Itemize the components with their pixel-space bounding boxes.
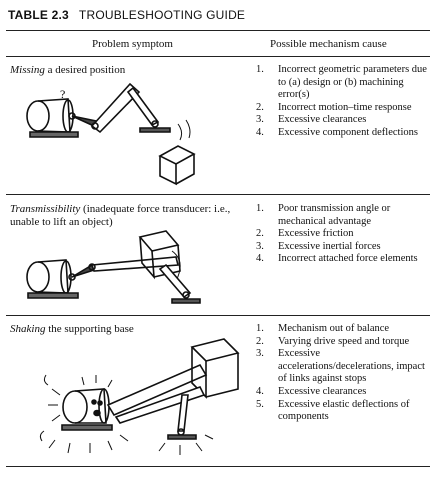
table-number: TABLE 2.3 — [8, 8, 69, 22]
header-cause: Possible mechanism cause — [270, 38, 387, 50]
table-title: TABLE 2.3 TROUBLESHOOTING GUIDE — [8, 8, 245, 22]
cause-item: 2.Excessive friction — [256, 228, 354, 240]
cause-item: 1.Poor transmission angle or mechanical … — [256, 203, 391, 227]
cause-item: 1.Incorrect geometric parameters due to … — [256, 64, 427, 101]
row3-symptom-em: Shaking — [10, 323, 46, 335]
cause-item: 4.Excessive component deflections — [256, 126, 418, 138]
cause-item: 1.Mechanism out of balance — [256, 323, 390, 334]
cause-item: 2.Varying drive speed and torque — [256, 335, 410, 347]
row2-symptom-em: Transmissibility — [10, 203, 81, 215]
question-mark: ? — [60, 87, 65, 101]
header-symptom: Problem symptom — [92, 38, 173, 50]
row3-causes: 1.Mechanism out of balance 2.Varying dri… — [256, 323, 431, 424]
bottom-rule — [6, 466, 430, 467]
header-rule — [6, 56, 430, 57]
row3-symptom-rest: the supporting base — [45, 323, 134, 335]
cause-item: 3.Excessive clearances — [256, 114, 367, 126]
table-caption: TROUBLESHOOTING GUIDE — [78, 8, 246, 22]
top-rule — [6, 30, 430, 31]
row2-symptom-rest: (inadequate force transducer: i.e., unab… — [10, 203, 231, 228]
row2-rule — [6, 315, 430, 316]
missing-position-figure: ? — [26, 82, 196, 186]
row3-symptom: Shaking the supporting base — [10, 323, 240, 336]
row2-causes: 1.Poor transmission angle or mechanical … — [256, 203, 431, 266]
cause-item: 4.Excessive clearances — [256, 385, 367, 397]
row1-rule — [6, 194, 430, 195]
cause-item: 5.Excessive elastic deflections of compo… — [256, 398, 410, 423]
cause-item: 3.Excessive inertial forces — [256, 240, 381, 252]
cause-item: 4.Incorrect attached force elements — [256, 253, 418, 265]
row1-causes: 1.Incorrect geometric parameters due to … — [256, 64, 431, 140]
cause-item: 2.Incorrect motion–time response — [256, 101, 412, 113]
row2-symptom: Transmissibility (inadequate force trans… — [10, 203, 250, 229]
row1-symptom-em: Missing — [10, 64, 45, 76]
cause-item: 3.Excessive accelerations/decelerations,… — [256, 348, 425, 385]
row1-symptom-rest: a desired position — [44, 64, 126, 76]
row1-symptom: Missing a desired position — [10, 64, 240, 77]
shaking-base-figure — [39, 338, 240, 455]
transmissibility-figure — [26, 230, 201, 304]
